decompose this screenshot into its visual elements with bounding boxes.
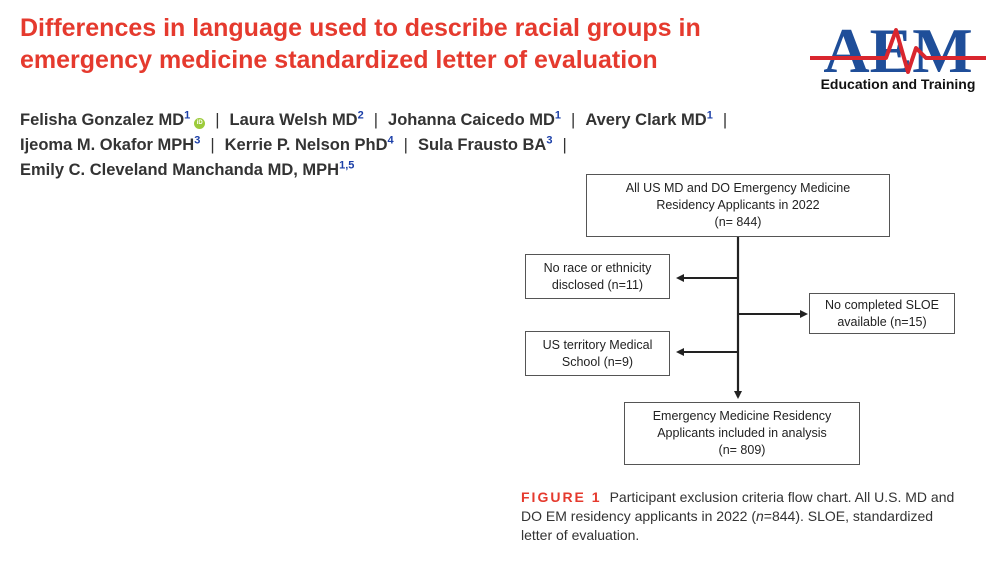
author-separator: |: [562, 136, 567, 154]
author-separator: |: [571, 111, 576, 129]
author-name[interactable]: Emily C. Cleveland Manchanda MD, MPH: [20, 161, 340, 179]
box-line: (n= 844): [714, 215, 762, 229]
affiliation-mark[interactable]: 1,5: [339, 159, 355, 172]
author-separator: |: [373, 111, 379, 129]
box-line: No completed SLOE: [825, 297, 939, 312]
flow-box-all-applicants: All US MD and DO Emergency Medicine Resi…: [586, 174, 890, 237]
affiliation-mark[interactable]: 1: [554, 109, 562, 122]
author-separator: |: [722, 111, 728, 129]
box-line: All US MD and DO Emergency Medicine: [625, 181, 851, 195]
journal-logo-text: AEM: [823, 15, 972, 86]
affiliation-mark[interactable]: 4: [387, 134, 394, 147]
box-line: Emergency Medicine Residency: [652, 409, 832, 423]
logo-heartbeat-line: [810, 28, 986, 74]
paper-title: Differences in language used to describe…: [20, 14, 701, 74]
author-line-2: Ijeoma M. Okafor MPH3|Kerrie P. Nelson P…: [20, 133, 780, 158]
journal-logo: AEM: [810, 15, 986, 86]
box-line: Applicants included in analysis: [657, 426, 827, 440]
author-name[interactable]: Laura Welsh MD: [229, 111, 358, 129]
affiliation-mark[interactable]: 3: [546, 134, 553, 147]
box-line: No race or ethnicity: [543, 260, 652, 275]
author-separator: |: [403, 136, 408, 154]
flow-box-us-territory: US territory Medical School (n=9): [525, 331, 670, 376]
author-name[interactable]: Avery Clark MD: [585, 111, 707, 129]
journal-subtitle: Education and Training: [820, 76, 976, 92]
box-line: disclosed (n=11): [551, 277, 644, 292]
flow-box-no-race: No race or ethnicity disclosed (n=11): [525, 254, 670, 299]
caption-n-italic: n: [756, 508, 764, 524]
caption-text-b: =844). SLOE, standardized letter of eval…: [521, 508, 934, 543]
author-separator: |: [215, 111, 220, 129]
author-name[interactable]: Felisha Gonzalez MD: [20, 111, 185, 129]
box-line: School (n=9): [561, 354, 634, 369]
author-list: Felisha Gonzalez MD1iD|Laura Welsh MD2|J…: [20, 108, 780, 183]
box-line: US territory Medical: [542, 337, 653, 352]
caption-text-a: Participant exclusion criteria flow char…: [521, 489, 955, 524]
box-line: Residency Applicants in 2022: [656, 198, 820, 212]
author-name[interactable]: Sula Frausto BA: [417, 136, 547, 154]
author-name[interactable]: Kerrie P. Nelson PhD: [224, 136, 388, 154]
affiliation-mark[interactable]: 1: [184, 109, 191, 122]
orcid-icon[interactable]: iD: [194, 118, 206, 129]
box-line: (n= 809): [718, 443, 766, 457]
affiliation-mark[interactable]: 2: [357, 109, 364, 122]
author-name[interactable]: Ijeoma M. Okafor MPH: [20, 136, 195, 154]
author-line-3: Emily C. Cleveland Manchanda MD, MPH1,5: [20, 158, 780, 183]
affiliation-mark[interactable]: 3: [194, 134, 201, 147]
figure-label: FIGURE 1: [521, 489, 602, 505]
affiliation-mark[interactable]: 1: [706, 109, 713, 122]
flow-box-no-sloe: No completed SLOE available (n=15): [809, 293, 955, 334]
author-line-1: Felisha Gonzalez MD1iD|Laura Welsh MD2|J…: [20, 108, 780, 133]
author-name[interactable]: Johanna Caicedo MD: [388, 111, 555, 129]
flow-box-included: Emergency Medicine Residency Applicants …: [624, 402, 860, 465]
author-separator: |: [210, 136, 215, 154]
box-line: available (n=15): [837, 314, 927, 329]
